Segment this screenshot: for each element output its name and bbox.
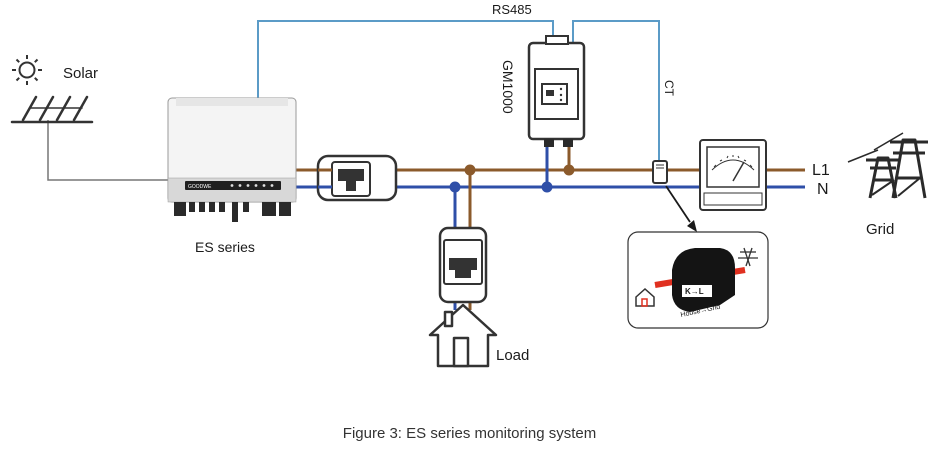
ct-detail-arrow-icon bbox=[665, 185, 697, 232]
inverter-breaker-icon bbox=[316, 154, 398, 202]
energy-meter-icon bbox=[699, 139, 767, 211]
grid-pylon-icon bbox=[847, 132, 928, 199]
inverter-brand-label: GOODWE bbox=[188, 184, 212, 190]
gm1000-meter bbox=[527, 35, 586, 147]
figure-caption: Figure 3: ES series monitoring system bbox=[342, 425, 597, 442]
house-icon bbox=[428, 303, 498, 368]
junction-dots bbox=[449, 164, 575, 193]
n-label: N bbox=[817, 181, 829, 198]
junction-dot bbox=[563, 164, 575, 176]
sun-icon bbox=[12, 55, 42, 85]
ct-label: CT bbox=[662, 80, 676, 97]
rs485-wire bbox=[257, 20, 554, 100]
junction-dot bbox=[449, 181, 461, 193]
solar-panel-icon bbox=[10, 95, 94, 124]
ct-detail-callout: K→L House→Grid bbox=[627, 231, 769, 329]
gm1000-label: GM1000 bbox=[500, 60, 516, 114]
junction-dot bbox=[541, 181, 553, 193]
es-inverter: GOODWE bbox=[167, 97, 297, 222]
es-series-label: ES series bbox=[195, 239, 255, 255]
l1-label: L1 bbox=[812, 162, 830, 179]
rs485-label: RS485 bbox=[492, 2, 532, 17]
grid-label: Grid bbox=[866, 221, 894, 238]
ct-clamp-icon bbox=[652, 160, 668, 184]
junction-dot bbox=[464, 164, 476, 176]
ct-wire bbox=[572, 20, 660, 164]
mini-house-icon bbox=[635, 287, 655, 307]
mini-pylon-icon bbox=[738, 247, 758, 267]
clamp-marking-label: K→L bbox=[685, 287, 704, 296]
load-breaker-icon bbox=[438, 226, 488, 304]
comm-wires bbox=[257, 20, 660, 164]
load-label: Load bbox=[496, 347, 529, 364]
solar-wire bbox=[47, 120, 170, 181]
solar-label: Solar bbox=[63, 65, 98, 82]
